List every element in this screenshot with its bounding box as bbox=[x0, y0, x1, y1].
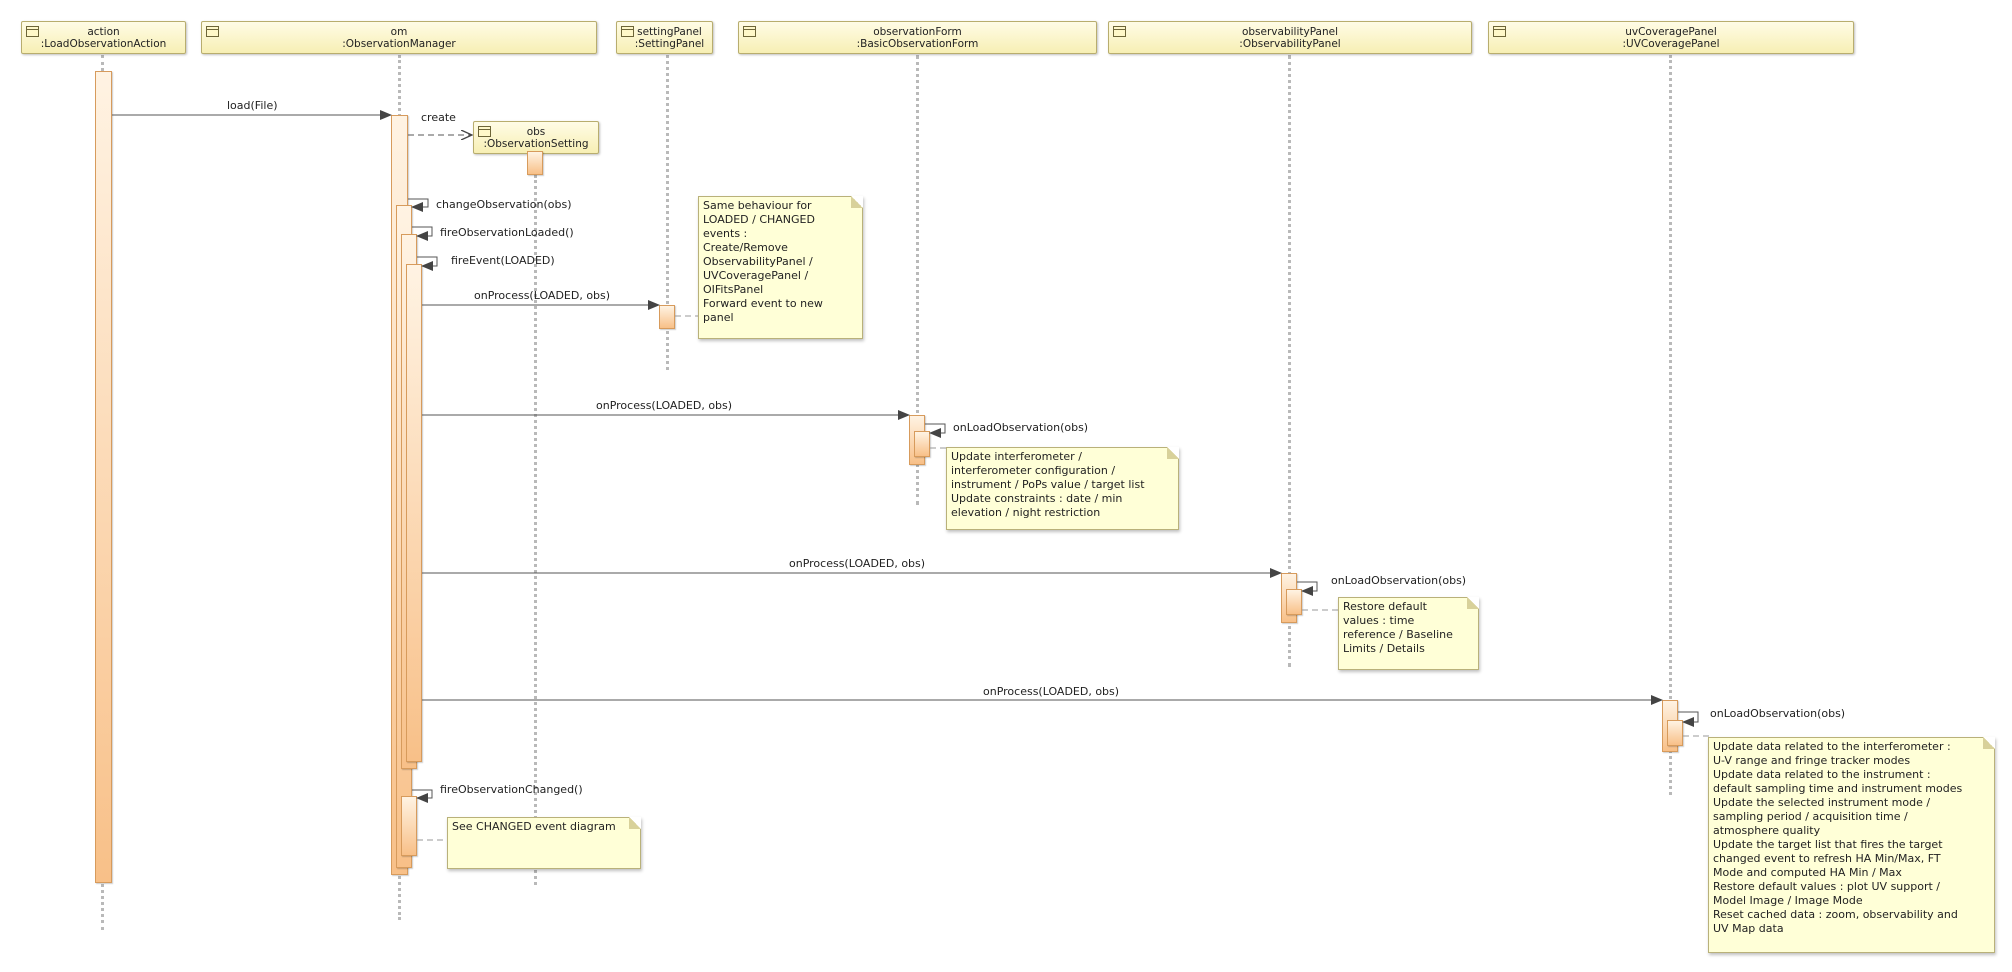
header-uv-coverage-panel[interactable]: uvCoveragePanel :UVCoveragePanel bbox=[1488, 21, 1854, 54]
message-label-fire-loaded: fireObservationLoaded() bbox=[440, 226, 574, 239]
activation-om-fire-event bbox=[406, 264, 422, 762]
header-type: :UVCoveragePanel bbox=[1622, 38, 1720, 50]
lifeline-observability-panel bbox=[1288, 55, 1291, 667]
class-icon bbox=[1113, 26, 1126, 37]
lifeline-obs bbox=[534, 175, 537, 885]
lifeline-setting-panel bbox=[666, 55, 669, 370]
header-type: :BasicObservationForm bbox=[856, 38, 979, 50]
activation-observability-panel-load bbox=[1286, 589, 1302, 615]
message-label-fire-event: fireEvent(LOADED) bbox=[451, 254, 555, 267]
message-label-process-observability: onProcess(LOADED, obs) bbox=[789, 557, 926, 570]
message-label-load-uv: onLoadObservation(obs) bbox=[1710, 707, 1846, 720]
arrow-fire-changed bbox=[412, 789, 433, 803]
activation-setting-panel bbox=[659, 305, 675, 329]
header-setting-panel[interactable]: settingPanel :SettingPanel bbox=[616, 21, 713, 54]
class-icon bbox=[743, 26, 756, 37]
note-changed: See CHANGED event diagram bbox=[447, 817, 641, 869]
header-name: observationForm bbox=[873, 26, 962, 38]
header-type: :ObservabilityPanel bbox=[1239, 38, 1341, 50]
activation-uv-coverage-panel-load bbox=[1667, 720, 1683, 746]
header-type: :ObservationManager bbox=[342, 38, 456, 50]
arrow-load-uv bbox=[1678, 711, 1699, 727]
class-icon bbox=[26, 26, 39, 37]
header-name: action bbox=[87, 26, 120, 38]
arrow-change-observation bbox=[408, 198, 429, 212]
header-name: obs bbox=[526, 126, 546, 138]
note-uv-coverage-panel: Update data related to the interferomete… bbox=[1708, 737, 1995, 953]
activation-action bbox=[95, 71, 112, 883]
message-label-process-uv: onProcess(LOADED, obs) bbox=[983, 685, 1120, 698]
message-label-load-observability: onLoadObservation(obs) bbox=[1331, 574, 1467, 587]
message-label-change-observation: changeObservation(obs) bbox=[436, 198, 572, 211]
message-label-process-form: onProcess(LOADED, obs) bbox=[596, 399, 733, 412]
message-label-load: load(File) bbox=[227, 99, 278, 112]
class-icon bbox=[206, 26, 219, 37]
header-type: :SettingPanel bbox=[634, 38, 705, 50]
header-action[interactable]: action :LoadObservationAction bbox=[21, 21, 186, 54]
lifeline-observation-form bbox=[916, 55, 919, 505]
arrow-fire-event bbox=[417, 256, 438, 271]
header-observation-form[interactable]: observationForm :BasicObservationForm bbox=[738, 21, 1097, 54]
activation-om-changed bbox=[401, 796, 417, 856]
note-observation-form: Update interferometer /interferometer co… bbox=[946, 447, 1179, 530]
arrow-fire-loaded bbox=[412, 226, 433, 241]
header-om[interactable]: om :ObservationManager bbox=[201, 21, 597, 54]
header-name: om bbox=[390, 26, 408, 38]
message-label-process-setting: onProcess(LOADED, obs) bbox=[474, 289, 611, 302]
message-label-create: create bbox=[421, 111, 456, 124]
message-label-load-form: onLoadObservation(obs) bbox=[953, 421, 1089, 434]
class-icon bbox=[478, 126, 491, 137]
header-name: observabilityPanel bbox=[1241, 26, 1339, 38]
message-label-fire-changed: fireObservationChanged() bbox=[440, 783, 583, 796]
activation-observation-form-load bbox=[914, 431, 930, 457]
arrow-load-observability bbox=[1297, 581, 1318, 596]
class-icon bbox=[621, 26, 634, 37]
header-type: :LoadObservationAction bbox=[40, 38, 167, 50]
header-name: uvCoveragePanel bbox=[1625, 26, 1717, 38]
arrow-load-form bbox=[925, 423, 946, 438]
lifeline-uv-coverage-panel bbox=[1669, 55, 1672, 795]
class-icon bbox=[1493, 26, 1506, 37]
header-observability-panel[interactable]: observabilityPanel :ObservabilityPanel bbox=[1108, 21, 1472, 54]
header-name: settingPanel bbox=[637, 26, 702, 38]
activation-obs bbox=[527, 151, 543, 175]
header-type: :ObservationSetting bbox=[483, 138, 589, 150]
